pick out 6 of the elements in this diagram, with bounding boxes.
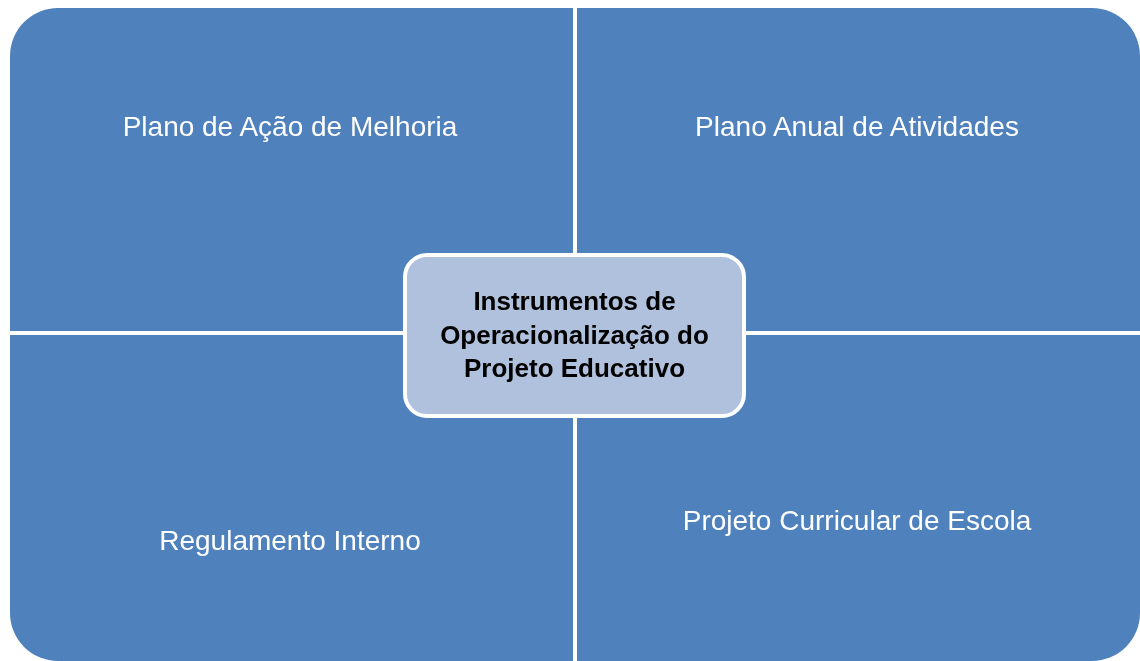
quadrant-label: Regulamento Interno [159, 525, 421, 557]
center-label: Instrumentos de Operacionalização do Projeto Educativo [439, 284, 710, 386]
quadrant-label: Plano Anual de Atividades [695, 111, 1019, 143]
quadrant-label: Plano de Ação de Melhoria [122, 111, 458, 143]
center-box [403, 253, 746, 418]
quadrant-label: Projeto Curricular de Escola [682, 505, 1032, 537]
